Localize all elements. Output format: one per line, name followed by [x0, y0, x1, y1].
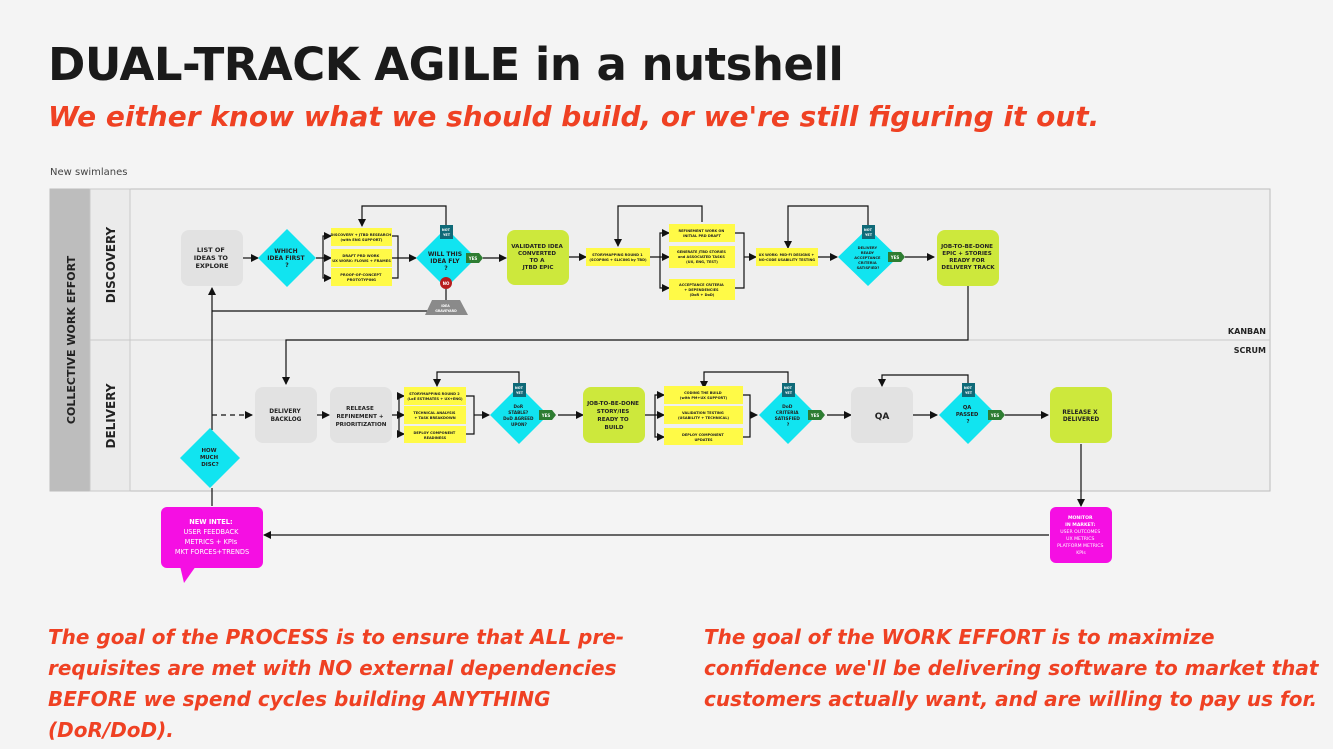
task-draft-prd[interactable]: DRAFT PRD WORK UX WORK: FLOWS + FRAMES: [331, 249, 392, 267]
task-proof-of-concept[interactable]: PROOF-OF-CONCEPT PROTOTYPING: [331, 268, 392, 286]
task-discovery-research-text: DISCOVERY + JTBD RESEARCH (with ENG SUPP…: [331, 233, 393, 242]
refinement-prd-task[interactable]: REFINEMENT WORK ON INITIAL PRD DRAFT: [669, 224, 735, 242]
yes-tag-2: YES: [888, 252, 905, 262]
dod-satisfied-text: DoD CRITERIA SATISFIED ?: [775, 404, 802, 428]
idea-graveyard[interactable]: IDEA GRAVEYARD: [425, 300, 468, 315]
validated-idea-text: VALIDATED IDEA CONVERTED TO A JTBD EPIC: [511, 244, 565, 271]
jtbd-epic-ready-box[interactable]: JOB-TO-BE-DONE EPIC + STORIES READY FOR …: [937, 230, 999, 286]
qa-text: QA: [875, 412, 890, 422]
new-intel-text: NEW INTEL: USER FEEDBACK METRICS + KPIs …: [175, 518, 249, 556]
stories-ready-box[interactable]: JOB-TO-BE-DONE STORY/IES READY TO BUILD: [583, 387, 645, 443]
validated-idea-box[interactable]: VALIDATED IDEA CONVERTED TO A JTBD EPIC: [507, 230, 569, 285]
acceptance-criteria-task[interactable]: ACCEPTANCE CRITERIA + DEPENDENCIES (DoR …: [669, 279, 735, 300]
dor-stable-text: DoR STABLE? DoD AGREED UPON?: [503, 404, 535, 427]
new-intel-callout[interactable]: NEW INTEL: USER FEEDBACK METRICS + KPIs …: [161, 507, 263, 583]
release-refinement-box[interactable]: RELEASE REFINEMENT + PRIORITIZATION: [330, 387, 392, 443]
monitor-in-market-text: MONITOR IN MARKET: USER OUTCOMES UX METR…: [1057, 515, 1105, 556]
svg-text:NOT YET: NOT YET: [442, 228, 451, 237]
deploy-updates-task[interactable]: DEPLOY COMPONENT UPDATES: [664, 428, 743, 445]
svg-text:YES: YES: [990, 413, 1000, 418]
svg-text:YES: YES: [890, 255, 900, 260]
svg-text:YES: YES: [810, 413, 820, 418]
svg-text:NO: NO: [443, 281, 450, 286]
storymapping-round-2[interactable]: STORYMAPPING ROUND 2 (LoE ESTIMATES + UX…: [404, 387, 466, 405]
page-title: DUAL-TRACK AGILE in a nutshell: [48, 38, 844, 91]
coding-build-task[interactable]: CODING THE BUILD (with PM+UX SUPPORT): [664, 386, 743, 404]
lane-discovery-label: DISCOVERY: [104, 226, 118, 303]
will-idea-fly-text: WILL THIS IDEA FLY ?: [428, 251, 464, 272]
release-refinement-text: RELEASE REFINEMENT + PRIORITIZATION: [336, 406, 387, 428]
svg-text:YES: YES: [541, 413, 551, 418]
refinement-prd-text: REFINEMENT WORK ON INITIAL PRD DRAFT: [678, 229, 725, 238]
delivery-ready-decision[interactable]: DELIVERY READY ACCEPTANCE CRITERIA SATIS…: [838, 228, 898, 286]
monitor-in-market-box[interactable]: MONITOR IN MARKET: USER OUTCOMES UX METR…: [1050, 507, 1112, 563]
qa-box[interactable]: QA: [851, 387, 913, 443]
lane-delivery-label: DELIVERY: [104, 383, 118, 448]
no-tag: NO: [440, 277, 452, 289]
release-delivered-text: RELEASE X DELIVERED: [1062, 410, 1099, 423]
validation-testing-task[interactable]: VALIDATION TESTING (USABILITY + TECHNICA…: [664, 406, 743, 424]
work-effort-goal-note: The goal of the WORK EFFORT is to maximi…: [704, 625, 1319, 711]
svg-text:YES: YES: [468, 256, 478, 261]
delivery-backlog-text: DELIVERY BACKLOG: [269, 409, 302, 423]
qa-passed-text: QA PASSED ?: [956, 405, 980, 425]
list-of-ideas-text: LIST OF IDEAS TO EXPLORE: [194, 246, 230, 270]
not-yet-tag-1: NOT YET: [440, 225, 453, 239]
will-idea-fly-decision[interactable]: WILL THIS IDEA FLY ?: [416, 228, 476, 288]
list-of-ideas-box[interactable]: LIST OF IDEAS TO EXPLORE: [181, 230, 243, 286]
stories-ready-text: JOB-TO-BE-DONE STORY/IES READY TO BUILD: [586, 401, 641, 431]
kanban-label: KANBAN: [1228, 327, 1266, 336]
ux-work-task[interactable]: UX WORK: MID-FI DESIGNS + NO-CODE USABIL…: [756, 248, 818, 266]
not-yet-tag-4: NOT YET: [782, 383, 795, 397]
page-subtitle: We either know what we should build, or …: [48, 100, 1100, 133]
yes-tag-3: YES: [539, 410, 556, 420]
task-draft-prd-text: DRAFT PRD WORK UX WORK: FLOWS + FRAMES: [332, 254, 391, 263]
svg-text:NOT YET: NOT YET: [784, 386, 793, 395]
how-much-discovery-decision[interactable]: HOW MUCH DISC?: [180, 428, 240, 488]
task-proof-of-concept-text: PROOF-OF-CONCEPT PROTOTYPING: [340, 273, 382, 282]
technical-analysis-task[interactable]: TECHNICAL ANALYSIS + TASK BREAKDOWN: [404, 406, 466, 424]
frame-label[interactable]: New swimlanes: [50, 167, 128, 178]
storymapping-round-1-text: STORYMAPPING ROUND 1 (SCOPING + SLICING …: [589, 253, 647, 262]
yes-tag-4: YES: [808, 410, 825, 420]
svg-text:NOT YET: NOT YET: [515, 386, 524, 395]
coding-build-text: CODING THE BUILD (with PM+UX SUPPORT): [680, 391, 728, 400]
release-delivered-box[interactable]: RELEASE X DELIVERED: [1050, 387, 1112, 443]
svg-text:NOT YET: NOT YET: [864, 228, 873, 237]
jtbd-epic-ready-text: JOB-TO-BE-DONE EPIC + STORIES READY FOR …: [940, 244, 995, 271]
yes-tag-5: YES: [988, 410, 1005, 420]
validation-testing-text: VALIDATION TESTING (USABILITY + TECHNICA…: [678, 411, 729, 420]
deploy-updates-text: DEPLOY COMPONENT UPDATES: [682, 433, 725, 442]
task-discovery-research[interactable]: DISCOVERY + JTBD RESEARCH (with ENG SUPP…: [331, 228, 393, 246]
technical-analysis-text: TECHNICAL ANALYSIS + TASK BREAKDOWN: [413, 411, 456, 420]
dor-stable-decision[interactable]: DoR STABLE? DoD AGREED UPON?: [490, 386, 548, 444]
not-yet-tag-2: NOT YET: [862, 225, 875, 239]
process-goal-note: The goal of the PROCESS is to ensure tha…: [48, 625, 625, 742]
generate-stories-task[interactable]: GENERATE JTBD STORIES and ASSOCIATED TAS…: [669, 246, 735, 268]
not-yet-tag-3: NOT YET: [513, 383, 526, 397]
storymapping-round-1[interactable]: STORYMAPPING ROUND 1 (SCOPING + SLICING …: [586, 248, 650, 266]
svg-text:NOT YET: NOT YET: [964, 386, 973, 395]
scrum-label: SCRUM: [1234, 346, 1266, 355]
storymapping-round-2-text: STORYMAPPING ROUND 2 (LoE ESTIMATES + UX…: [407, 392, 463, 401]
generate-stories-text: GENERATE JTBD STORIES and ASSOCIATED TAS…: [677, 250, 727, 264]
delivery-backlog-box[interactable]: DELIVERY BACKLOG: [255, 387, 317, 443]
how-much-discovery-text: HOW MUCH DISC?: [200, 448, 220, 468]
deploy-readiness-task[interactable]: DEPLOY COMPONENT READINESS: [404, 426, 466, 443]
dod-satisfied-decision[interactable]: DoD CRITERIA SATISFIED ?: [759, 386, 817, 444]
acceptance-criteria-text: ACCEPTANCE CRITERIA + DEPENDENCIES (DoR …: [679, 283, 725, 297]
lane-outer-label: COLLECTIVE WORK EFFORT: [65, 255, 78, 424]
connectors: [208, 205, 1085, 539]
deploy-readiness-text: DEPLOY COMPONENT READINESS: [414, 431, 457, 440]
delivery-ready-text: DELIVERY READY ACCEPTANCE CRITERIA SATIS…: [854, 246, 881, 270]
which-idea-text: WHICH IDEA FIRST ?: [267, 248, 307, 269]
not-yet-tag-5: NOT YET: [962, 383, 975, 397]
idea-graveyard-text: IDEA GRAVEYARD: [435, 304, 457, 313]
qa-passed-decision[interactable]: QA PASSED ?: [939, 386, 997, 444]
yes-tag-1: YES: [466, 253, 483, 263]
ux-work-text: UX WORK: MID-FI DESIGNS + NO-CODE USABIL…: [759, 253, 816, 262]
which-idea-decision[interactable]: WHICH IDEA FIRST ?: [258, 229, 316, 287]
